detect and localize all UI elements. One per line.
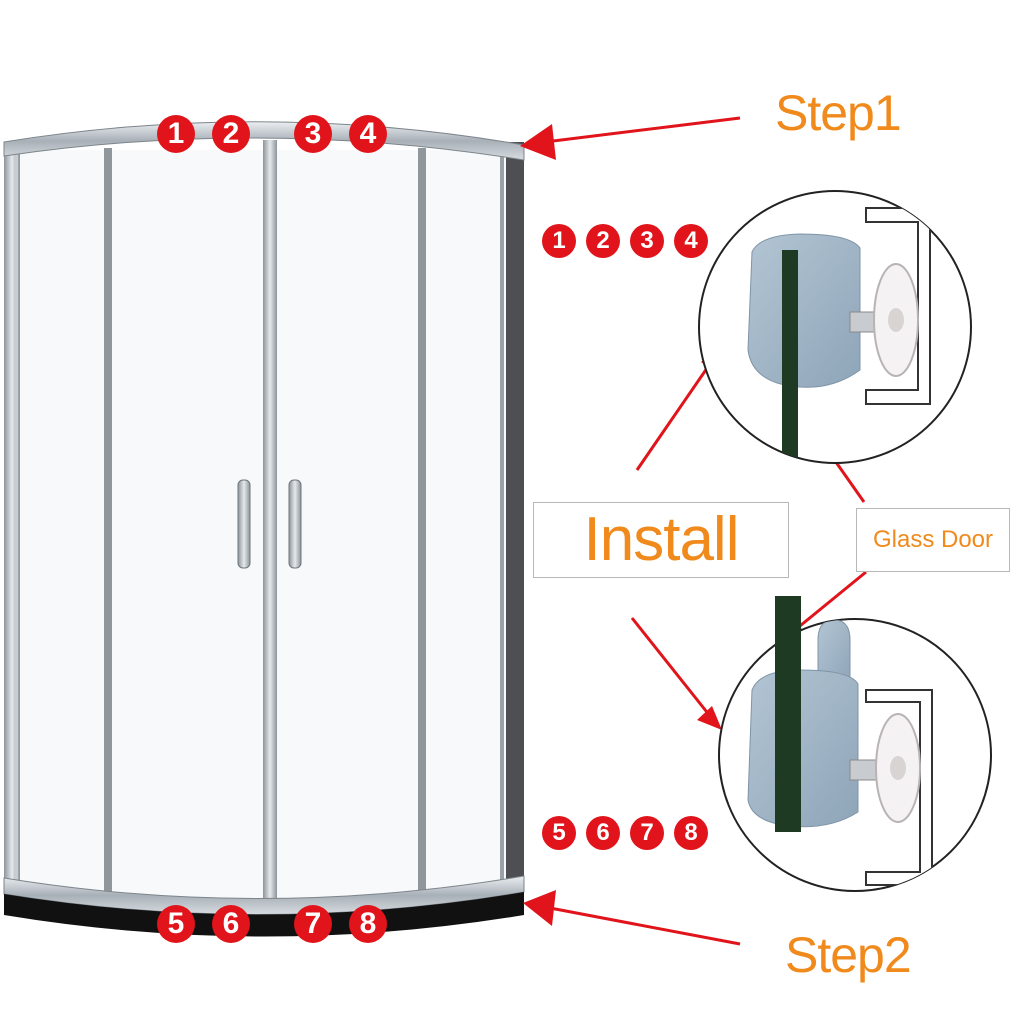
- step2-label: Step2: [785, 927, 912, 983]
- mullion: [418, 148, 426, 900]
- side-badge-7: 7: [630, 816, 664, 850]
- badge-bottom-6: 6: [212, 905, 250, 943]
- glass-door-label: Glass Door: [872, 526, 994, 553]
- base-tray: [4, 892, 524, 937]
- glass-panel-top: [782, 250, 798, 463]
- badge-bottom-5: 5: [157, 905, 195, 943]
- side-badge-6: 6: [586, 816, 620, 850]
- badge-top-2: 2: [212, 115, 250, 153]
- badge-top-3: 3: [294, 115, 332, 153]
- shower-enclosure: [3, 121, 525, 937]
- badge-bottom-7: 7: [294, 905, 332, 943]
- badge-top-4: 4: [349, 115, 387, 153]
- side-badge-2: 2: [586, 224, 620, 258]
- side-badge-1: 1: [542, 224, 576, 258]
- bottom-roller-detail: [718, 596, 992, 892]
- side-badge-5: 5: [542, 816, 576, 850]
- install-label: Install: [583, 505, 740, 574]
- glass-door-box: Glass Door: [856, 508, 1010, 572]
- glass-panel-bottom: [775, 596, 801, 832]
- install-box: Install: [533, 502, 789, 578]
- top-roller-detail: [698, 190, 972, 464]
- badge-top-1: 1: [157, 115, 195, 153]
- right-door-handle: [288, 479, 302, 569]
- left-door-handle: [237, 479, 251, 569]
- right-post: [506, 142, 524, 902]
- step1-label: Step1: [775, 85, 902, 141]
- side-badge-8: 8: [674, 816, 708, 850]
- badge-bottom-8: 8: [349, 905, 387, 943]
- side-badge-3: 3: [630, 224, 664, 258]
- mullion: [104, 148, 112, 900]
- side-badge-4: 4: [674, 224, 708, 258]
- center-mullion: [263, 140, 277, 902]
